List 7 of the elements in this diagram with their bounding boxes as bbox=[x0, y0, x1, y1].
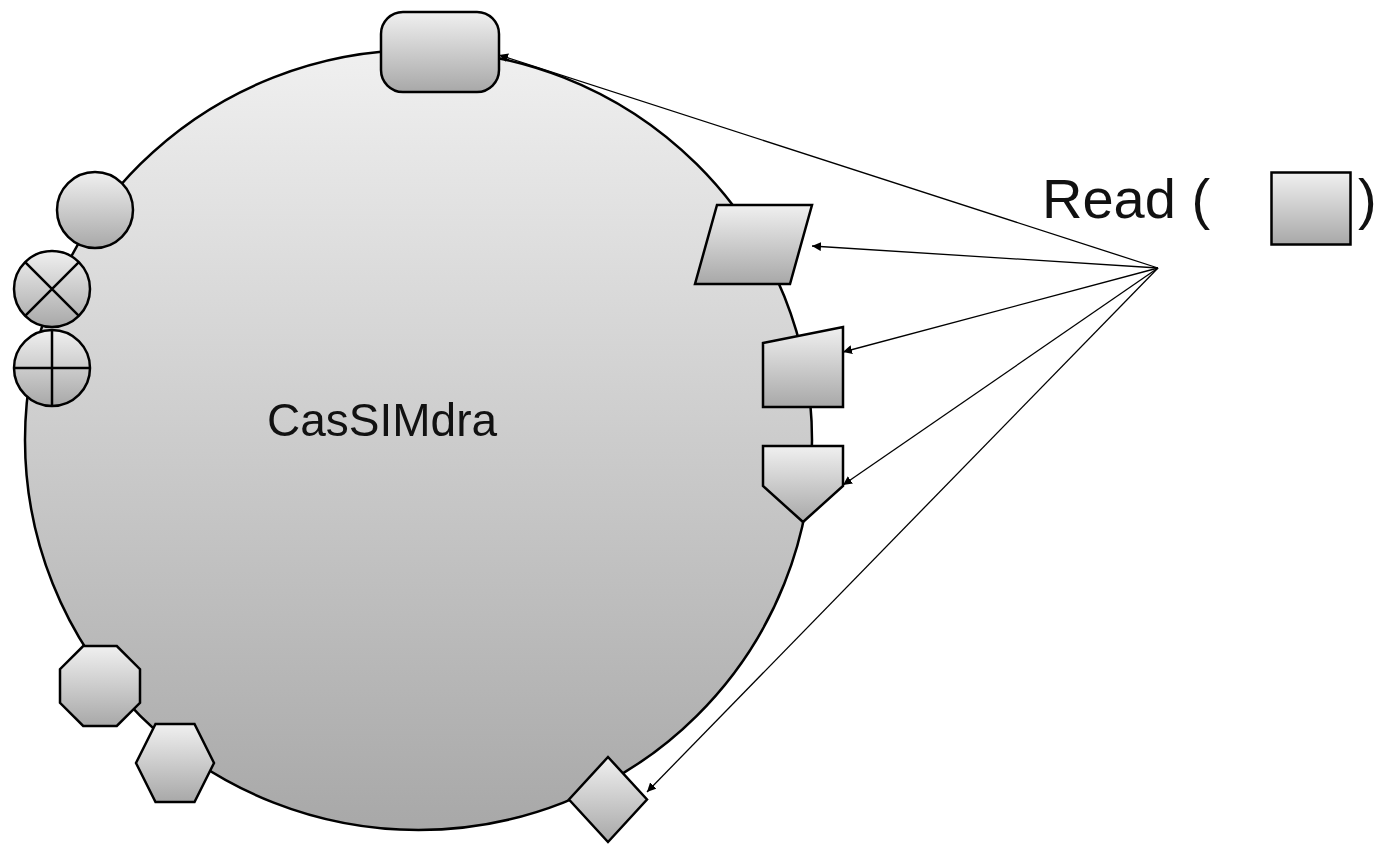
read-label: Read ( bbox=[1042, 166, 1211, 231]
arrow bbox=[646, 267, 1159, 793]
arrow bbox=[842, 267, 1159, 355]
read-label: ) bbox=[1358, 166, 1377, 231]
arrow bbox=[811, 242, 1159, 269]
circle-label: CasSIMdra bbox=[267, 393, 498, 447]
arrow bbox=[842, 267, 1159, 486]
